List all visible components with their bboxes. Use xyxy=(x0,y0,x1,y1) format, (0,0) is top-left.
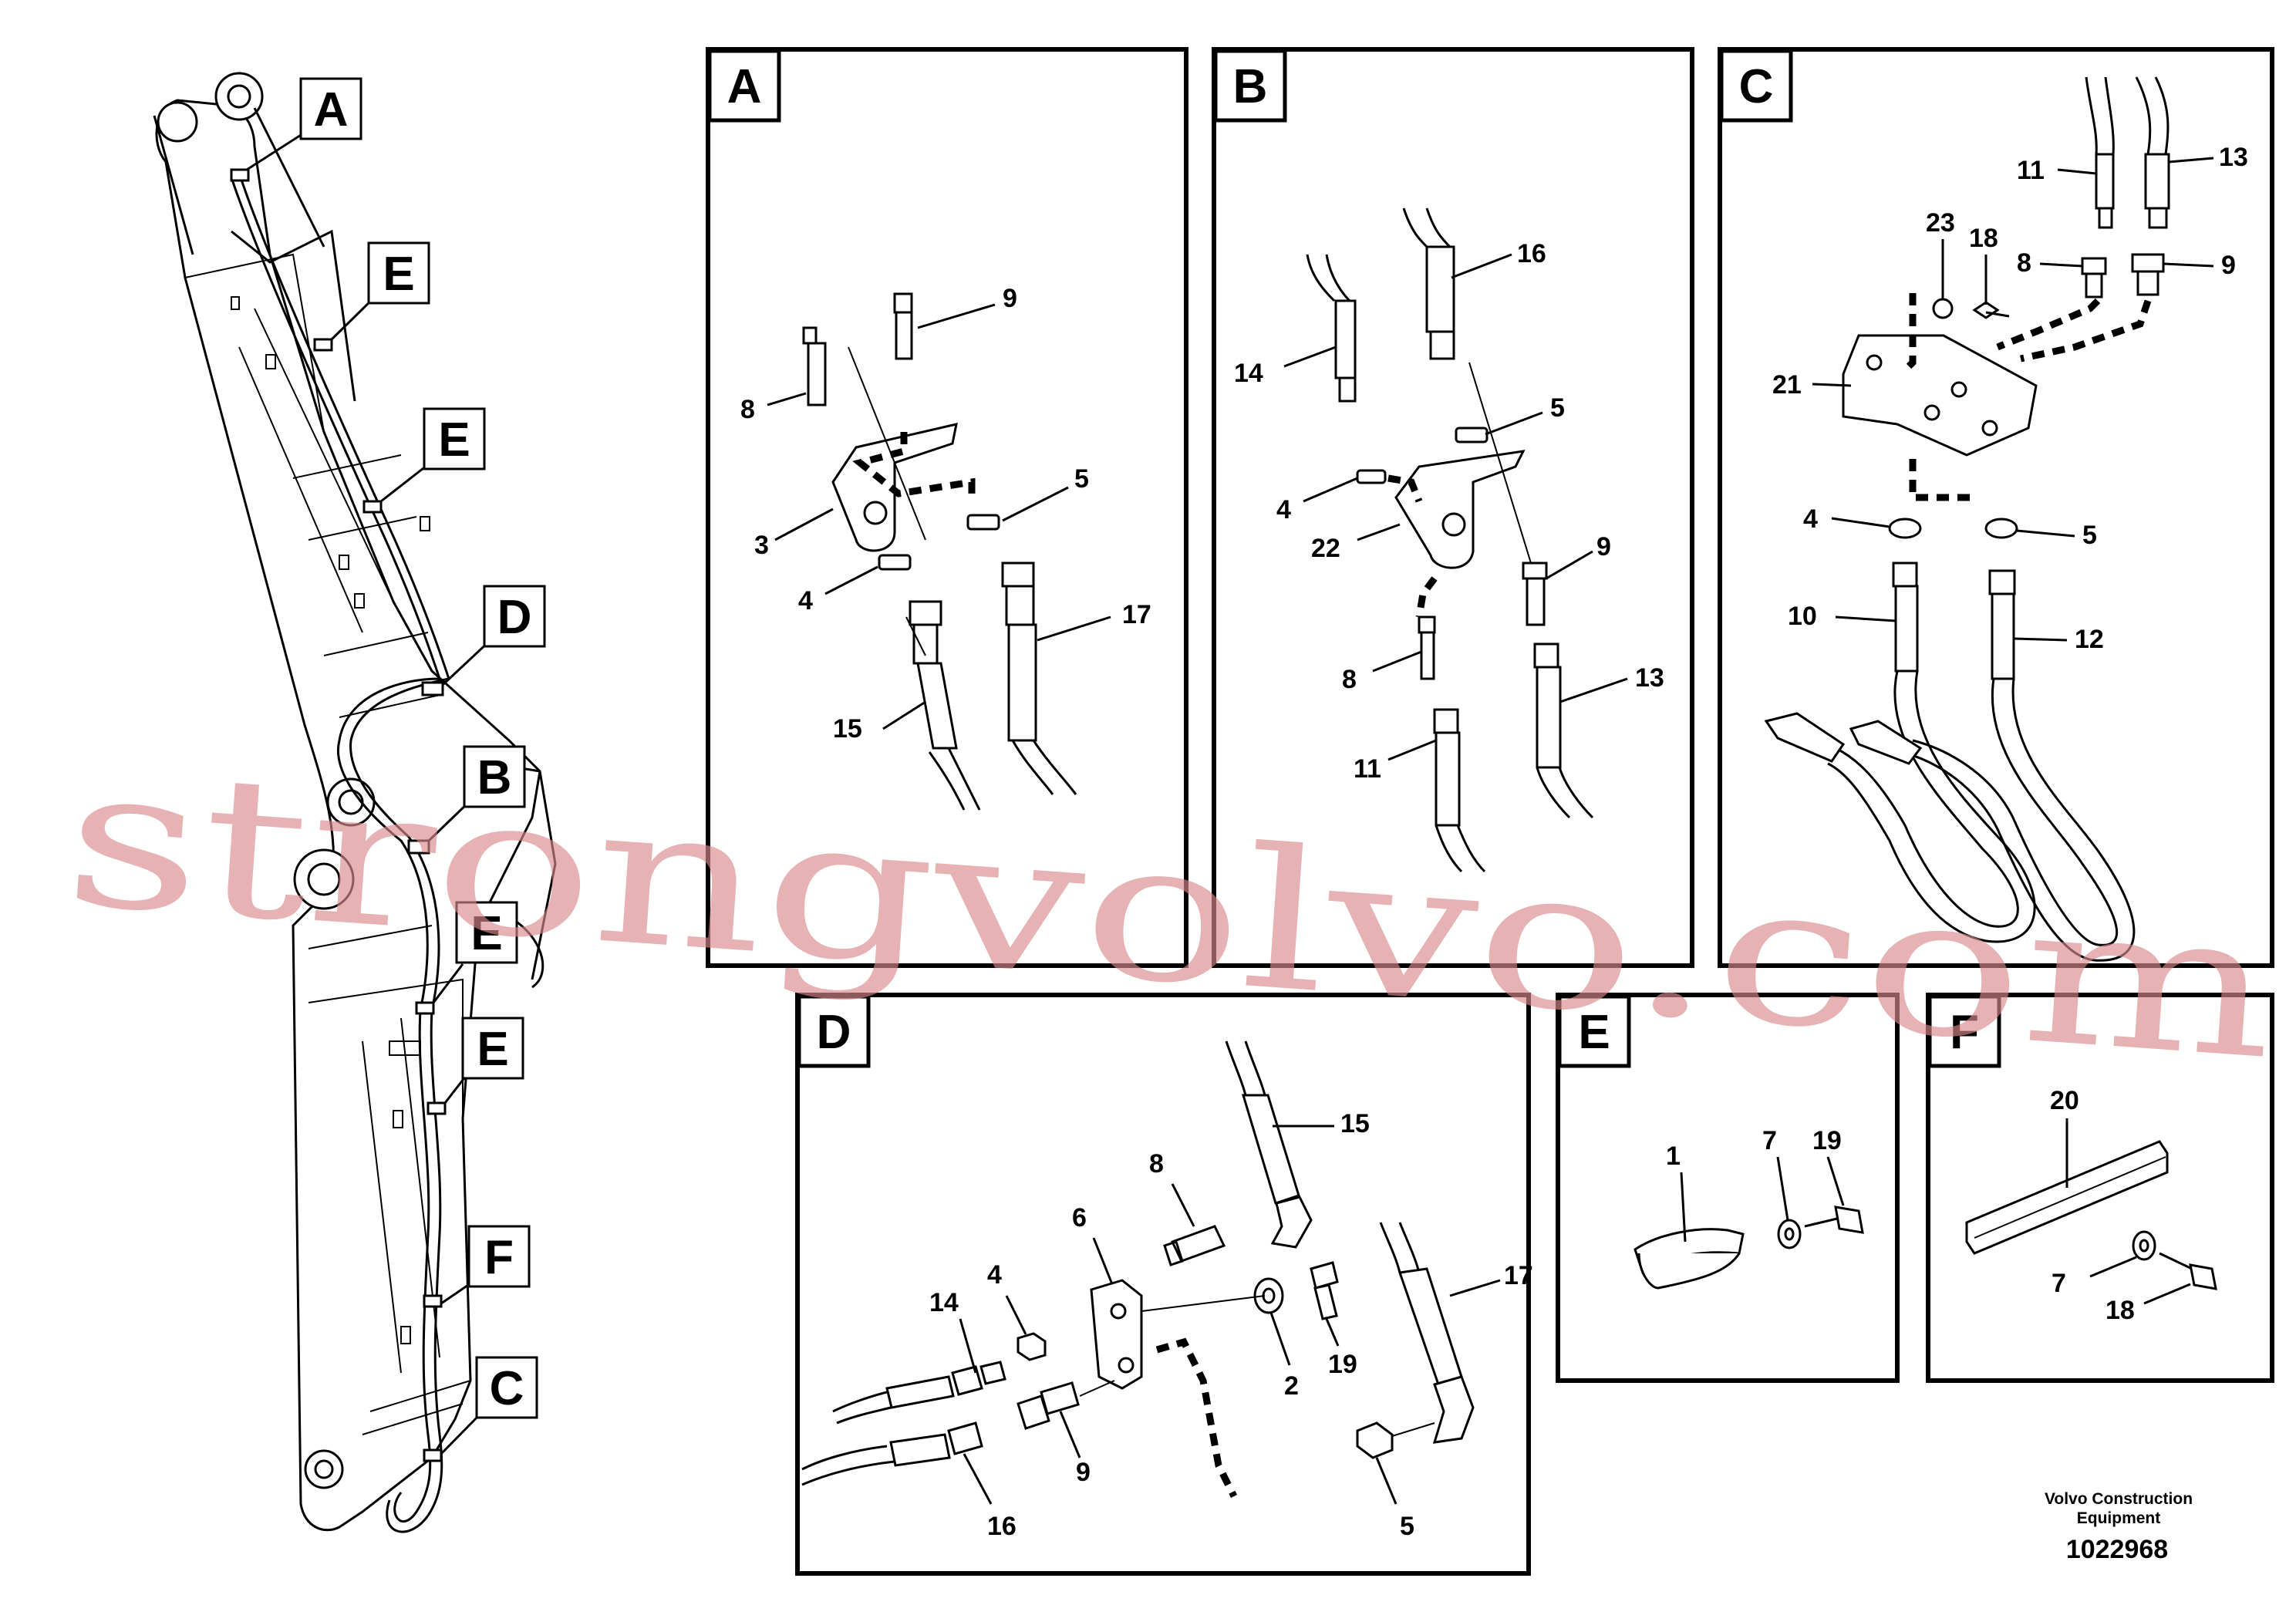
panel-c-title: C xyxy=(1739,60,1774,113)
part-callout-number: 13 xyxy=(1635,663,1664,693)
part-callout-number: 3 xyxy=(754,531,769,560)
part-callout-number: 8 xyxy=(2017,248,2031,278)
part-callout-number: 18 xyxy=(2106,1296,2135,1325)
boom-tag-letter: E xyxy=(383,248,414,301)
boom-tag-letter: E xyxy=(477,1023,508,1076)
boom-tag-letter: E xyxy=(438,413,470,467)
boom-tag-e4: E xyxy=(443,1017,524,1104)
company-line-1: Volvo Construction xyxy=(2045,1490,2193,1508)
part-callout-number: 14 xyxy=(929,1288,959,1317)
part-callout-number: 5 xyxy=(1400,1512,1414,1541)
part-callout-number: 6 xyxy=(1072,1203,1087,1233)
panel-d-title: D xyxy=(817,1006,851,1059)
detail-panel-b: B 16 14 5 4 22 9 xyxy=(1212,47,1694,968)
boom-tag-d: D xyxy=(441,585,546,686)
part-callout-number: 22 xyxy=(1311,534,1340,563)
detail-panel-e: E 1 7 19 xyxy=(1556,993,1900,1383)
part-callout-number: 19 xyxy=(1328,1350,1357,1379)
boom-tag-f: F xyxy=(440,1225,531,1305)
boom-tag-letter: D xyxy=(497,591,532,644)
boom-tag-letter: E xyxy=(470,907,502,960)
part-callout-number: 9 xyxy=(1003,284,1017,313)
boom-tag-e1: E xyxy=(330,241,430,341)
part-callout-number: 9 xyxy=(1596,532,1611,561)
panel-f-title: F xyxy=(1950,1006,1979,1059)
boom-tag-letter: C xyxy=(490,1362,524,1415)
part-callout-number: 2 xyxy=(1284,1371,1299,1401)
detail-panel-d: D 15 xyxy=(795,993,1533,1576)
company-line-2: Equipment xyxy=(2077,1509,2161,1527)
part-callout-number: 16 xyxy=(987,1512,1017,1541)
boom-tag-letter: A xyxy=(314,83,349,137)
boom-tag-letter: F xyxy=(484,1231,514,1284)
part-callout-number: 15 xyxy=(833,714,862,744)
boom-tag-e2: E xyxy=(380,407,486,503)
part-callout-number: 8 xyxy=(1342,665,1357,694)
part-callout-number: 11 xyxy=(2017,156,2045,185)
boom-tag-a: A xyxy=(246,77,362,171)
part-callout-number: 8 xyxy=(1149,1149,1164,1179)
part-callout-number: 23 xyxy=(1926,208,1955,238)
part-callout-number: 4 xyxy=(987,1260,1002,1290)
part-callout-number: 15 xyxy=(1340,1109,1370,1138)
panel-a-title: A xyxy=(727,60,762,113)
part-callout-number: 20 xyxy=(2050,1086,2079,1115)
part-callout-number: 9 xyxy=(2221,251,2236,280)
boom-tag-c: C xyxy=(440,1356,538,1455)
part-callout-number: 16 xyxy=(1517,239,1546,268)
part-callout-number: 19 xyxy=(1812,1126,1842,1155)
part-callout-number: 17 xyxy=(1122,600,1151,629)
boom-tag-b: B xyxy=(427,745,526,842)
drawing-number: 1022968 xyxy=(2066,1535,2168,1564)
part-callout-number: 5 xyxy=(2082,521,2097,550)
part-callout-number: 5 xyxy=(1074,464,1089,494)
boom-tag-e3: E xyxy=(432,901,518,1003)
part-callout-number: 4 xyxy=(798,586,813,615)
part-callout-number: 7 xyxy=(2052,1269,2066,1298)
part-callout-number: 8 xyxy=(740,395,755,424)
part-callout-number: 5 xyxy=(1550,393,1565,423)
part-callout-number: 18 xyxy=(1969,224,1998,253)
part-callout-number: 17 xyxy=(1504,1261,1533,1290)
part-callout-number: 7 xyxy=(1762,1126,1777,1155)
panel-b-title: B xyxy=(1233,60,1268,113)
part-callout-number: 21 xyxy=(1772,370,1802,400)
part-callout-number: 10 xyxy=(1788,602,1817,631)
drawing-footer: Volvo Construction Equipment 1022968 xyxy=(2045,1490,2193,1564)
part-callout-number: 9 xyxy=(1076,1458,1091,1487)
part-callout-number: 1 xyxy=(1666,1141,1681,1171)
part-callout-number: 14 xyxy=(1234,359,1263,388)
part-callout-number: 11 xyxy=(1354,754,1381,784)
part-callout-number: 4 xyxy=(1803,504,1818,534)
panel-e-title: E xyxy=(1578,1006,1610,1059)
part-callout-number: 12 xyxy=(2075,625,2104,654)
part-callout-number: 4 xyxy=(1276,495,1291,524)
detail-panel-a: A 9 8 5 3 4 17 15 xyxy=(706,47,1188,968)
part-callout-number: 13 xyxy=(2219,143,2248,172)
detail-panel-f: F 20 7 18 xyxy=(1926,993,2274,1383)
watermark: strongvolvo.com xyxy=(59,724,2282,1102)
boom-tag-letter: B xyxy=(477,751,512,804)
detail-panel-c: C 11 xyxy=(1718,47,2274,968)
